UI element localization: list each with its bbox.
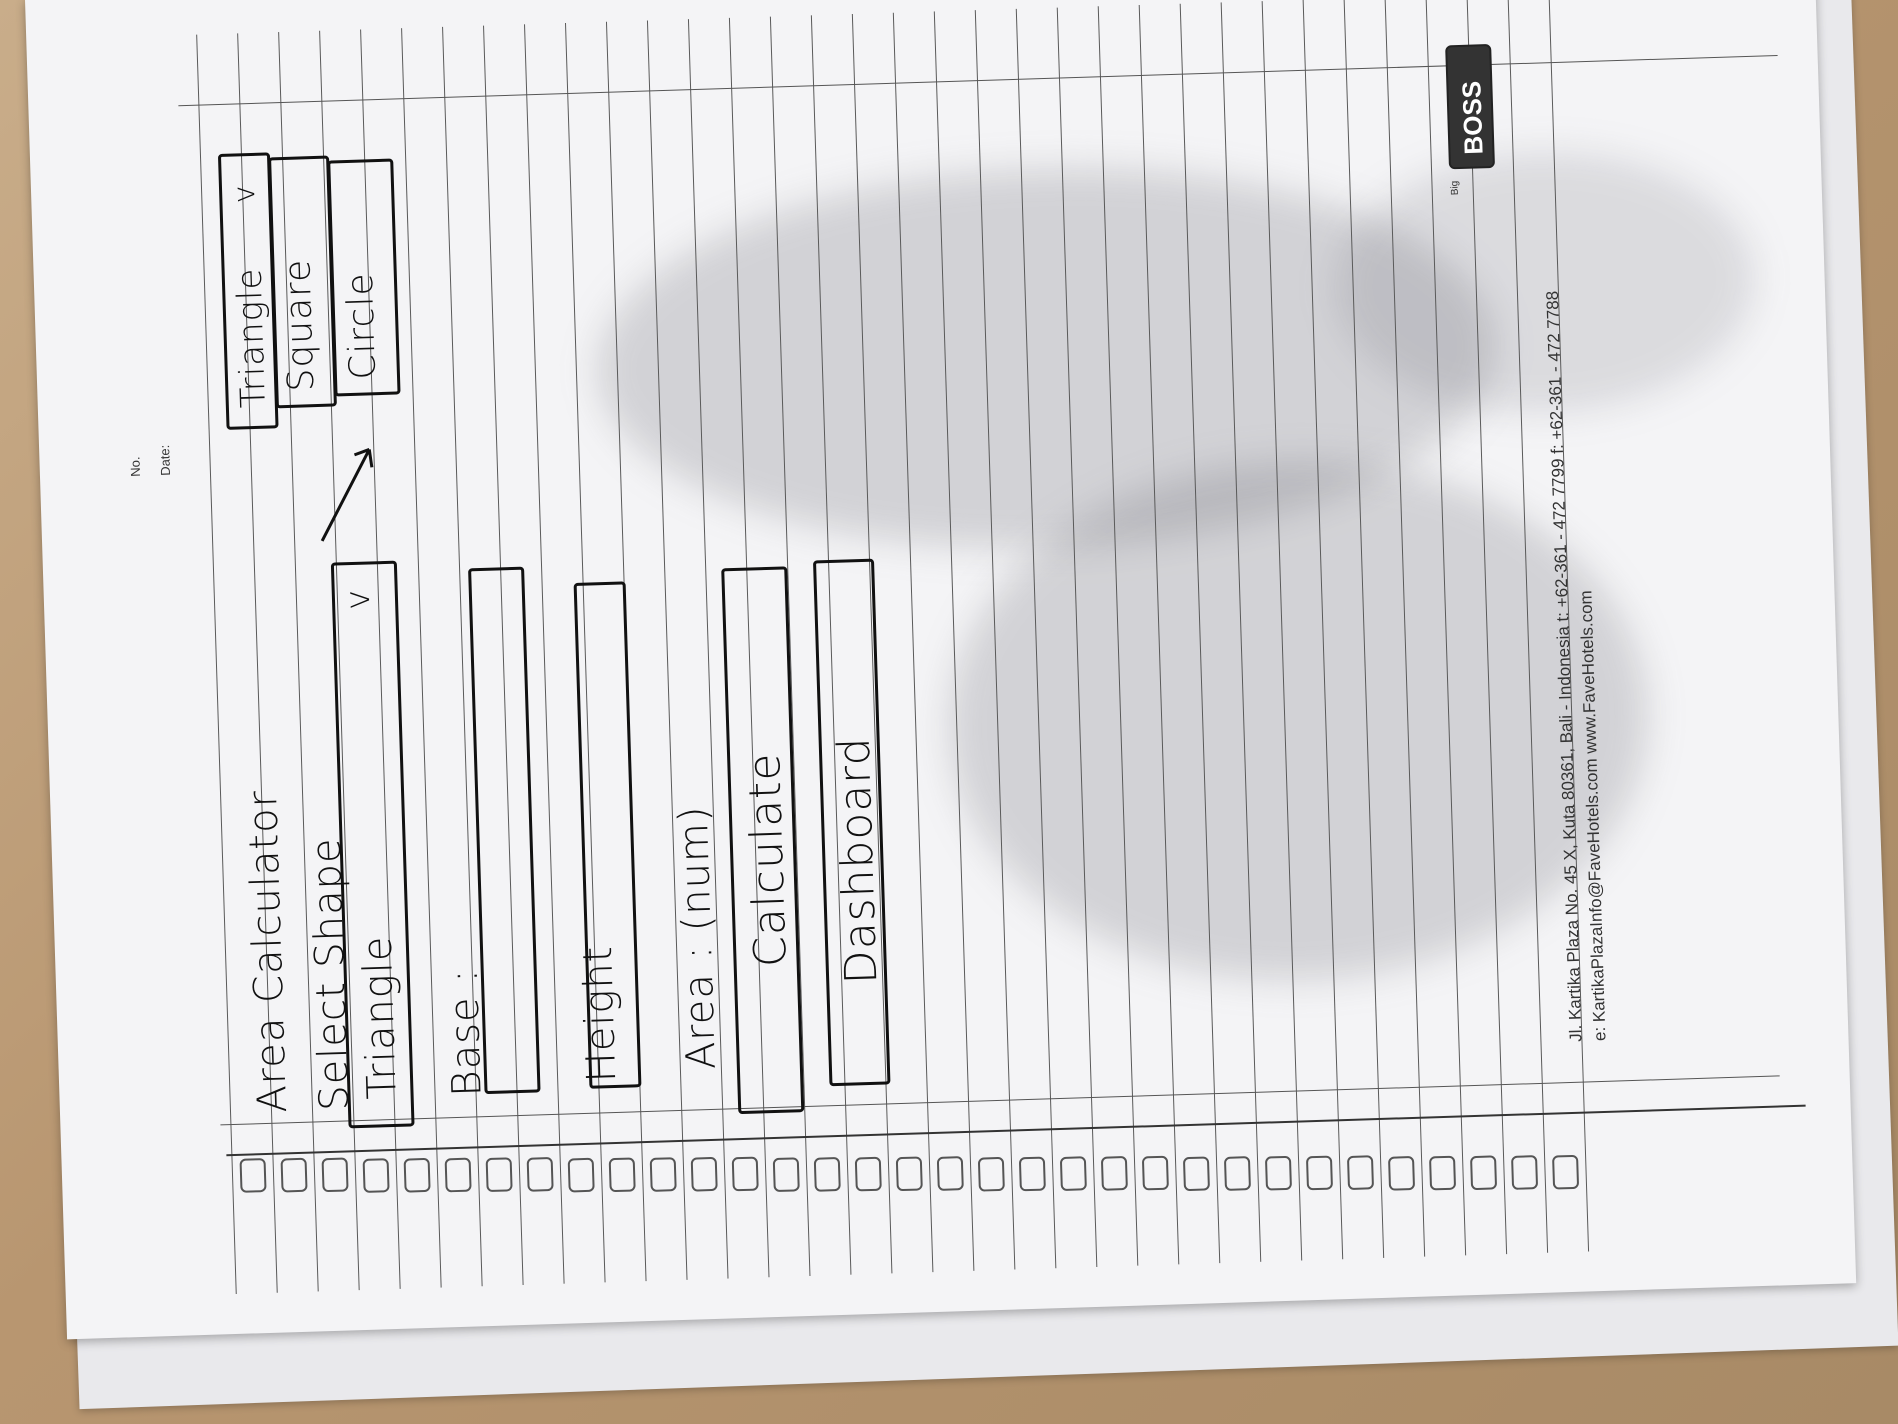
row-checkbox[interactable] [772, 1156, 800, 1192]
row-checkbox[interactable] [1264, 1155, 1292, 1191]
row-checkbox[interactable] [1100, 1156, 1128, 1191]
calculate-button-label: Calculate [739, 751, 797, 968]
row-checkbox[interactable] [526, 1157, 554, 1193]
row-checkbox[interactable] [977, 1156, 1005, 1192]
row-checkbox[interactable] [1346, 1155, 1375, 1191]
ruled-line [524, 24, 565, 1284]
row-checkbox[interactable] [567, 1157, 595, 1193]
row-checkbox[interactable] [444, 1157, 472, 1193]
row-checkbox[interactable] [1305, 1155, 1334, 1191]
row-checkbox[interactable] [608, 1157, 636, 1193]
option-square[interactable]: Square [277, 258, 323, 393]
logo-prefix: Big [1449, 180, 1461, 196]
margin-line [226, 1104, 1806, 1157]
row-checkbox[interactable] [1018, 1156, 1046, 1192]
row-checkbox[interactable] [731, 1156, 759, 1192]
row-checkbox[interactable] [649, 1157, 677, 1192]
notebook-page: No. Date: Area Calculator Select Shape T… [25, 0, 1857, 1340]
row-checkbox[interactable] [403, 1157, 431, 1193]
row-checkbox[interactable] [239, 1158, 267, 1193]
no-label: No. [127, 456, 144, 477]
logo-text: BOSS [1456, 80, 1489, 156]
row-checkbox[interactable] [1059, 1156, 1087, 1192]
row-checkbox[interactable] [1429, 1155, 1457, 1191]
row-checkbox[interactable] [1470, 1155, 1498, 1191]
row-checkbox[interactable] [1182, 1155, 1210, 1191]
dropdown-value: Triangle [354, 934, 406, 1101]
row-checkbox[interactable] [1387, 1155, 1416, 1191]
row-checkbox[interactable] [485, 1157, 513, 1193]
row-checkbox[interactable] [1141, 1156, 1169, 1191]
dashboard-button-label: Dashboard [828, 735, 888, 986]
row-checkbox[interactable] [1552, 1155, 1580, 1190]
app-title: Area Calculator [239, 789, 297, 1114]
row-checkbox[interactable] [936, 1156, 964, 1192]
area-output: Area : (num) [670, 804, 725, 1070]
row-checkbox[interactable] [280, 1157, 308, 1193]
boss-logo: BOSS [1445, 43, 1495, 170]
date-label: Date: [157, 444, 174, 477]
row-checkbox[interactable] [1223, 1155, 1251, 1191]
row-checkbox[interactable] [854, 1156, 882, 1192]
row-checkbox[interactable] [362, 1157, 390, 1193]
row-checkbox[interactable] [1511, 1155, 1539, 1191]
row-checkbox[interactable] [690, 1157, 718, 1192]
chevron-down-icon: v [226, 183, 263, 204]
chevron-down-icon: v [337, 588, 379, 611]
row-checkbox[interactable] [321, 1157, 349, 1193]
ruled-line [646, 20, 688, 1280]
arrow-icon [320, 448, 374, 542]
option-circle[interactable]: Circle [339, 271, 385, 381]
options-selected: Triangle [229, 267, 274, 409]
row-checkbox[interactable] [813, 1156, 841, 1192]
ruled-line [687, 19, 729, 1279]
row-checkbox[interactable] [895, 1156, 923, 1192]
